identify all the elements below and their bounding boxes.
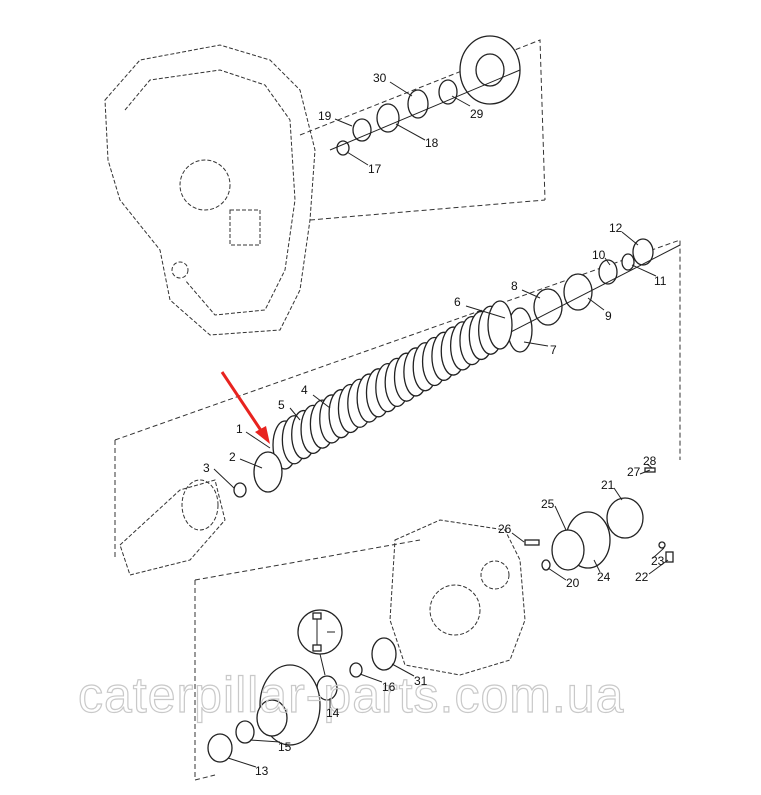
ring-2: [253, 451, 283, 493]
leader-lines: [213, 81, 669, 768]
bolt-22: [665, 551, 674, 563]
bearing-31: [371, 637, 397, 671]
label-10: 10: [592, 248, 606, 262]
washer-10: [598, 259, 618, 285]
label-14: 14: [326, 706, 340, 720]
label-5: 5: [278, 398, 285, 412]
snap-ring-19: [352, 118, 372, 142]
ring-20: [541, 559, 551, 571]
ring-3: [233, 482, 247, 498]
ring-16: [349, 662, 363, 678]
label-6: 6: [454, 295, 461, 309]
washer-23: [658, 541, 666, 549]
watermark: caterpillar-parts.com.ua: [78, 667, 624, 723]
part-number-labels: 30 19 29 18 17 12 10 11 8 9 6 7 4 5 1 2 …: [203, 71, 667, 778]
label-20: 20: [566, 576, 580, 590]
label-1: 1: [236, 422, 243, 436]
cap-12: [632, 238, 654, 266]
label-15: 15: [278, 740, 292, 754]
gear-29: [438, 35, 521, 105]
label-27: 27: [627, 465, 641, 479]
label-2: 2: [229, 450, 236, 464]
label-12: 12: [609, 221, 623, 235]
label-29: 29: [470, 107, 484, 121]
red-pointer-arrow: [220, 371, 270, 444]
label-7: 7: [550, 343, 557, 357]
label-25: 25: [541, 497, 555, 511]
pin-26: [524, 539, 540, 546]
bearing-13: [207, 733, 233, 763]
clutch-disc: [487, 300, 513, 350]
label-18: 18: [425, 136, 439, 150]
ring-11: [621, 253, 635, 271]
label-17: 17: [368, 162, 382, 176]
label-26: 26: [498, 522, 512, 536]
input-shaft: [119, 479, 226, 576]
label-16: 16: [382, 680, 396, 694]
ring-15: [235, 720, 255, 744]
ring-18: [376, 103, 400, 133]
label-24: 24: [597, 570, 611, 584]
label-28: 28: [643, 454, 657, 468]
label-23: 23: [651, 554, 665, 568]
cover-21: [606, 497, 644, 539]
bearing-17: [336, 140, 350, 156]
label-4: 4: [301, 383, 308, 397]
label-21: 21: [601, 478, 615, 492]
label-30: 30: [373, 71, 387, 85]
clutch-disc-pack: [272, 300, 513, 470]
piston-8: [533, 288, 563, 326]
label-22: 22: [635, 570, 649, 584]
label-19: 19: [318, 109, 332, 123]
transmission-housing-upper: [104, 44, 316, 336]
label-3: 3: [203, 461, 210, 475]
washer-30: [407, 89, 429, 119]
output-gear: [256, 664, 321, 746]
label-31: 31: [414, 674, 428, 688]
transmission-housing-lower: [389, 519, 526, 676]
label-13: 13: [255, 764, 269, 778]
label-8: 8: [511, 279, 518, 293]
o-ring-25: [551, 529, 585, 571]
label-9: 9: [605, 309, 612, 323]
label-11: 11: [654, 274, 667, 288]
